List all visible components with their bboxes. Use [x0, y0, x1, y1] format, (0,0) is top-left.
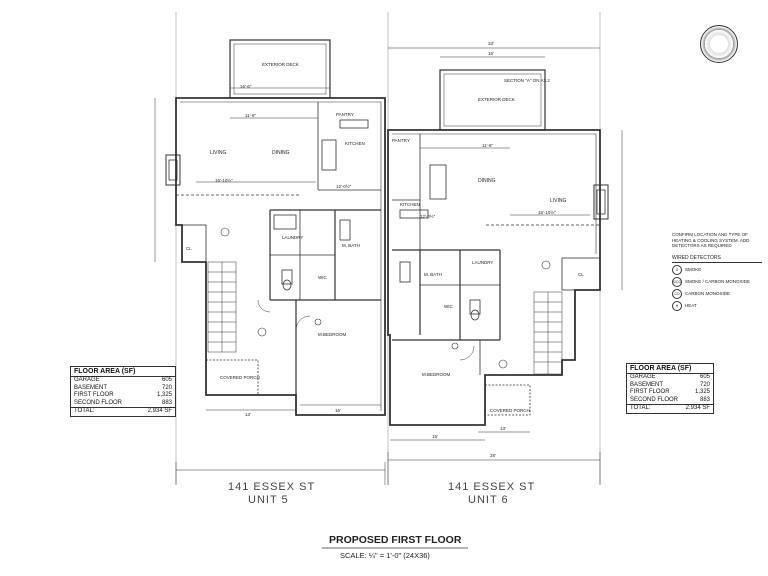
sheet-scale: SCALE: ¼" = 1'-0" (24X36): [340, 551, 430, 560]
unit6-bottom-dim: 28': [490, 453, 496, 458]
floor-area-header: FLOOR AREA (SF): [71, 367, 175, 377]
unit5-porch-label: COVERED PORCH: [220, 375, 260, 380]
unit6-section-label: SECTION "A" ON A3.2: [504, 78, 550, 83]
unit5-kitchen-dim: 11'-6": [245, 113, 257, 118]
unit5-address: 141 ESSEX ST: [228, 481, 316, 493]
unit5-name: UNIT 5: [248, 494, 289, 506]
unit6-deck-dim: 16': [488, 51, 494, 56]
unit5-kitchen-label: KITCHEN: [345, 141, 365, 146]
unit5-porch-width-dim: 13': [245, 412, 251, 417]
unit6-kitchen-dim: 11'-6": [482, 143, 494, 148]
unit6-mbath-label: M. BATH: [424, 272, 442, 277]
smoke-co-detector-icon: S/CO: [672, 276, 682, 287]
unit5-deck-dim: 16'-6": [240, 84, 252, 89]
sheet-title: PROPOSED FIRST FLOOR: [329, 534, 462, 546]
unit6-dining-label: DINING: [478, 178, 496, 184]
unit6-living-dim: 15'-10½": [538, 210, 556, 215]
unit6-porch-label: COVERED PORCH: [490, 408, 530, 413]
unit6-living-label: LIVING: [550, 198, 567, 204]
smoke-detector-icon: S: [672, 264, 682, 275]
unit5-laundry-label: LAUNDRY: [282, 235, 304, 240]
unit6-name: UNIT 6: [468, 494, 509, 506]
unit5-mbedroom-label: M.BEDROOM: [318, 332, 347, 337]
unit6-wic-label: WIC: [444, 304, 453, 309]
unit6-address: 141 ESSEX ST: [448, 481, 536, 493]
hvac-note: CONFIRM LOCATION AND TYPE OF HEATING & C…: [672, 232, 750, 248]
floor-area-header: FLOOR AREA (SF): [627, 364, 713, 374]
unit6-kit-depth-dim: 12'-0½": [420, 214, 436, 219]
legend-title: WIRED DETECTORS: [672, 255, 762, 263]
unit5-wic-label: WIC: [318, 275, 327, 280]
table-row-total: TOTAL:2,934 SF: [71, 407, 175, 416]
unit-6-plan: [387, 47, 623, 485]
unit5-mbath-label: M. BATH: [342, 243, 360, 248]
unit5-living-dim: 15'-10½": [215, 178, 233, 183]
unit5-depth-dim: 16': [335, 408, 341, 413]
unit5-cl-label: CL: [186, 246, 192, 251]
heat-detector-icon: H: [672, 300, 682, 311]
unit-5-plan: [154, 39, 386, 485]
unit6-deck-label: EXTERIOR DECK: [478, 97, 515, 102]
unit5-living-label: LIVING: [210, 150, 227, 156]
unit5-dining-label: DINING: [272, 150, 290, 156]
unit6-laundry-label: LAUNDRY: [472, 260, 494, 265]
unit6-pantry-label: PANTRY: [392, 138, 410, 143]
unit6-kitchen-label: KITCHEN: [400, 202, 420, 207]
unit6-top-dim: 33': [488, 41, 494, 46]
unit6-cl-label: CL: [578, 272, 584, 277]
professional-seal-icon: [700, 25, 738, 63]
unit6-mbedroom-label: M.BEDROOM: [422, 372, 451, 377]
table-row-total: TOTAL:2,934 SF: [627, 404, 713, 413]
detector-legend: CONFIRM LOCATION AND TYPE OF HEATING & C…: [672, 232, 762, 313]
unit5-pantry-label: PANTRY: [336, 112, 354, 117]
unit6-mid-dim: 15': [432, 434, 438, 439]
unit6-porch-dim: 13': [500, 426, 506, 431]
co-detector-icon: CO: [672, 288, 682, 299]
unit5-kit-depth-dim: 12'-0½": [336, 184, 352, 189]
unit5-deck-label: EXTERIOR DECK: [262, 62, 299, 67]
